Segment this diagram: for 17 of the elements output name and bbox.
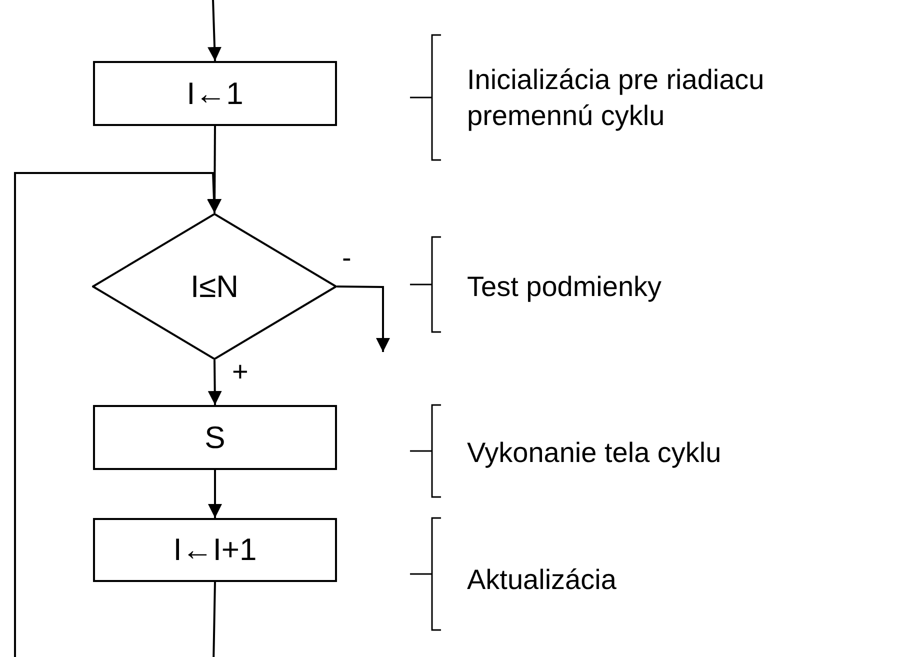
node-label: I←1 bbox=[186, 76, 244, 112]
annotation-text: Vykonanie tela cyklu bbox=[467, 436, 722, 470]
process-box bbox=[93, 61, 337, 126]
node-label: I←I+1 bbox=[173, 532, 257, 568]
annotation-text: Inicializácia pre riadiacu premennú cyklu bbox=[467, 63, 766, 133]
annotation-text: Aktualizácia bbox=[467, 563, 618, 597]
arrow bbox=[208, 0, 222, 62]
process-box bbox=[93, 405, 337, 470]
annotation-text: Test podmienky bbox=[467, 270, 663, 304]
node-label: I≤N bbox=[190, 268, 238, 304]
arrow bbox=[208, 360, 222, 406]
arrow bbox=[14, 172, 221, 657]
arrow bbox=[336, 286, 390, 352]
arrow bbox=[208, 470, 222, 518]
node-label: S bbox=[204, 420, 226, 456]
decision-diamond bbox=[92, 213, 337, 360]
process-box bbox=[93, 518, 337, 582]
